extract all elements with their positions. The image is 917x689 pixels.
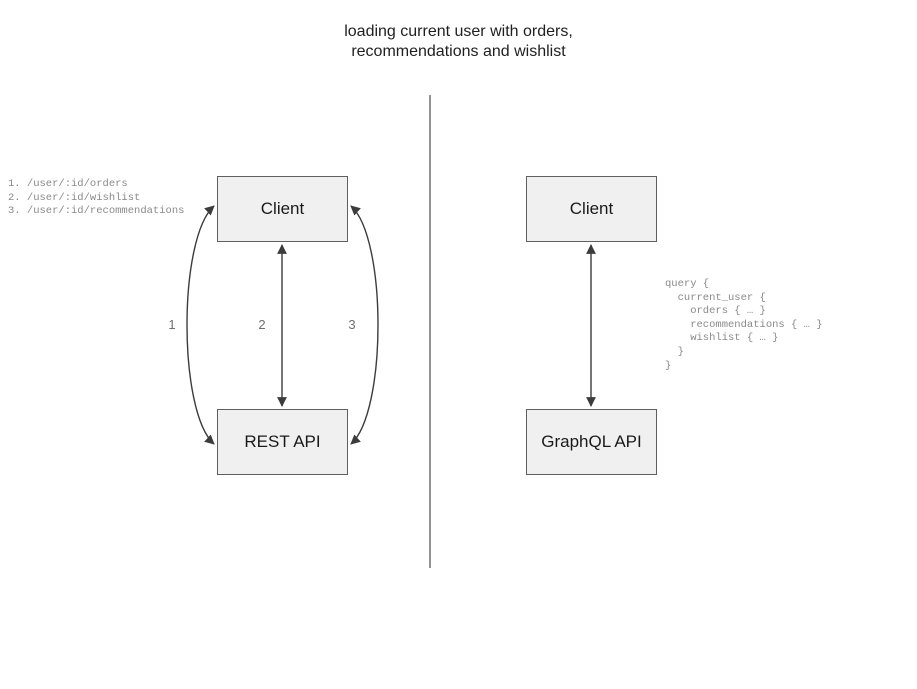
node-graphql-api-label: GraphQL API (541, 432, 642, 451)
edge-rest-1 (186, 205, 215, 445)
edge-label-3: 3 (348, 317, 356, 332)
edge-label-2: 2 (258, 317, 266, 332)
node-client-graphql[interactable]: Client (526, 176, 657, 242)
node-rest-api-label: REST API (244, 432, 321, 451)
edge-label-1: 1 (168, 317, 176, 332)
node-client-graphql-label: Client (569, 199, 614, 218)
node-graphql-api[interactable]: GraphQL API (526, 409, 657, 475)
node-client-rest[interactable]: Client (217, 176, 348, 242)
graphql-query-block: query { current_user { orders { … } reco… (665, 278, 823, 372)
node-client-rest-label: Client (260, 199, 305, 218)
edge-rest-3 (350, 205, 379, 445)
node-rest-api[interactable]: REST API (217, 409, 348, 475)
page-title: loading current user with orders, recomm… (344, 23, 573, 60)
rest-endpoint-list: 1. /user/:id/orders 2. /user/:id/wishlis… (8, 178, 185, 218)
